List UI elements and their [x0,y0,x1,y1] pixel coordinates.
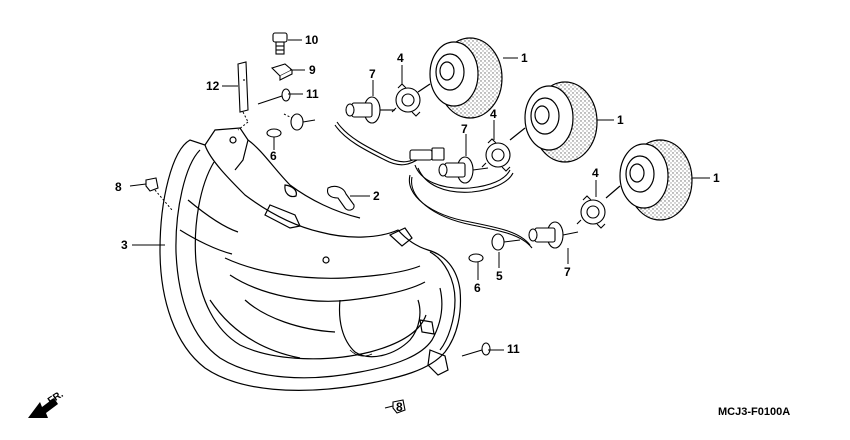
screw-11-top [257,88,291,105]
callout-4-top: 4 [397,51,404,65]
callout-4-mid: 4 [490,107,497,121]
clip-8-top [145,177,159,192]
bulb-7-mid [438,156,489,184]
bulb-6-top [266,128,282,138]
callout-7-mid: 7 [461,122,468,136]
grommet-9 [270,63,293,81]
callout-7-bottom: 7 [564,265,571,279]
leader-lines [129,39,710,409]
bracket-2 [326,185,355,211]
socket-6-top [290,113,316,131]
socket-5 [491,233,521,251]
socket-ring-4-mid [481,138,511,172]
bulb-7-bottom [528,221,579,249]
callout-8-bottom: 8 [396,400,403,414]
callout-1-mid: 1 [617,113,624,127]
bulb-7-top [345,96,395,124]
callout-1-bottom: 1 [713,171,720,185]
clip-8-bottom [392,399,406,414]
callout-10: 10 [305,33,319,47]
bracket-12 [237,61,249,113]
wiring-harness [334,121,533,249]
callout-1-top: 1 [521,51,528,65]
callout-3: 3 [121,238,128,252]
screw-11-bottom [461,342,491,357]
callout-8-top: 8 [115,180,122,194]
callout-6-bottom: 6 [474,281,481,295]
callout-2: 2 [373,189,380,203]
cover-1-bottom [605,139,693,221]
callout-6-top: 6 [270,149,277,163]
bulb-6-bottom [468,253,484,263]
callout-5: 5 [496,269,503,283]
front-arrow-icon [28,398,58,418]
callout-11-top: 11 [306,87,319,101]
callout-4-bottom: 4 [592,166,599,180]
callout-11-bottom: 11 [507,342,520,356]
callout-12: 12 [206,79,220,93]
cover-1-top [417,37,503,119]
bolt-10 [272,32,288,55]
cover-1-mid [509,81,598,163]
diagram-code: MCJ3-F0100A [718,406,791,418]
callout-7-top: 7 [369,67,376,81]
socket-ring-4-top [391,83,421,117]
headlight-assembly [159,127,462,391]
callout-9: 9 [309,63,316,77]
socket-ring-4-bottom [576,195,606,229]
